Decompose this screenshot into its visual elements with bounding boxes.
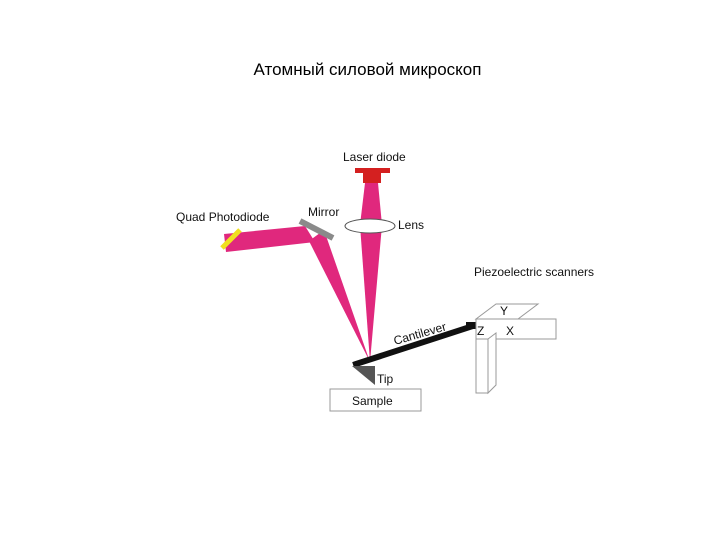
slide-title: Атомный силовой микроскоп [253,60,482,79]
sample [329,388,422,412]
laser-beam-to-mirror [309,230,370,362]
tip-label: Tip [377,372,394,386]
axis-y-label: Y [500,304,508,318]
laser-beam-to-photodiode [224,226,315,252]
piezo-scanners-label: Piezoelectric scanners [474,265,594,279]
lens-label: Lens [398,218,424,232]
cantilever-holder [466,322,478,329]
cantilever [352,321,480,368]
quad-photodiode-label: Quad Photodiode [176,210,270,224]
mirror-label: Mirror [308,205,339,219]
mirror [298,218,335,241]
sample-label: Sample [352,394,393,408]
tip [352,366,375,385]
quad-photodiode [220,228,242,250]
laser-beam-down [360,183,382,362]
axis-z-label: Z [477,324,484,338]
piezo-scanners [474,303,557,395]
laser-diode-body [363,173,381,183]
lens [344,218,396,234]
laser-diode-top [355,168,390,173]
laser-diode-label: Laser diode [343,150,406,164]
axis-x-label: X [506,324,514,338]
